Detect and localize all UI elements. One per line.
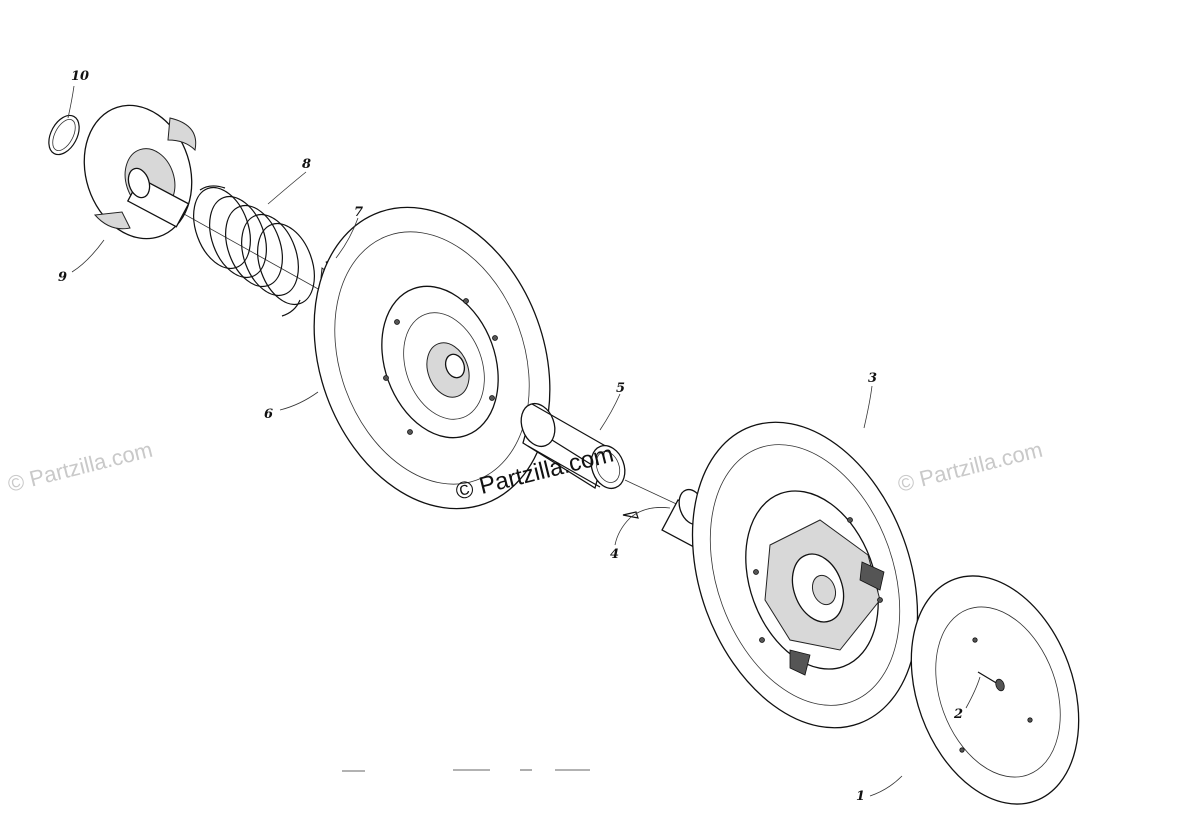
part-8-spring[interactable] bbox=[183, 180, 325, 317]
callout-10: 10 bbox=[71, 69, 89, 84]
part-6-movable-sheave[interactable] bbox=[274, 174, 591, 542]
part-3-fixed-sheave[interactable] bbox=[652, 391, 957, 760]
part-5-bushing[interactable] bbox=[515, 399, 630, 493]
callout-7: 7 bbox=[354, 205, 363, 220]
scan-marks bbox=[342, 769, 590, 772]
callout-9: 9 bbox=[58, 270, 67, 285]
part-4-pin[interactable] bbox=[622, 511, 639, 519]
callout-2: 2 bbox=[953, 707, 963, 722]
callout-6: 6 bbox=[264, 407, 273, 422]
part-9-cam-retainer[interactable] bbox=[68, 91, 209, 252]
part-1-cover-plate[interactable] bbox=[881, 552, 1108, 820]
callout-4: 4 bbox=[610, 547, 619, 562]
part-10-snap-ring[interactable] bbox=[43, 110, 86, 159]
leader-lines bbox=[67, 85, 981, 797]
watermark-right: © Partzilla.com bbox=[895, 437, 1045, 497]
callout-8: 8 bbox=[302, 157, 311, 172]
callout-3: 3 bbox=[868, 371, 877, 386]
callout-1: 1 bbox=[856, 789, 865, 804]
watermark-left: © Partzilla.com bbox=[5, 437, 155, 497]
part-2-bolt[interactable] bbox=[977, 671, 1006, 692]
callout-5: 5 bbox=[616, 381, 625, 396]
